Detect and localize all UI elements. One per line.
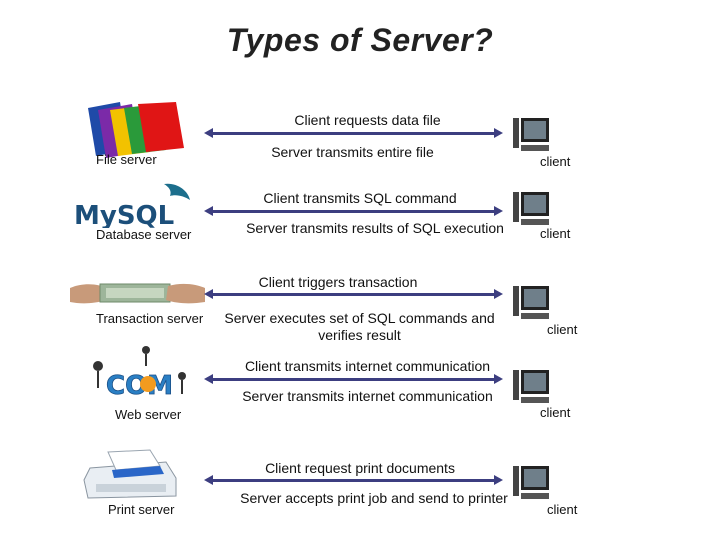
com-people-icon: COM [93,346,186,401]
response-text: Server transmits entire file [271,144,434,160]
client-label: client [540,405,571,420]
client-label: client [547,502,578,517]
computer-icon [513,118,549,151]
response-text: Server transmits results of SQL executio… [246,220,504,236]
request-text: Client requests data file [294,112,441,128]
client-label: client [547,322,578,337]
computer-icon [513,370,549,403]
request-arrow [204,475,503,485]
request-arrow [204,206,503,216]
server-label: Print server [108,502,175,517]
request-arrow [204,128,503,138]
folders-icon [88,102,184,158]
server-label: Transaction server [96,311,204,326]
server-label: File server [96,152,157,167]
mysql-logo-text: MySQL [74,201,174,228]
computer-icon [513,286,549,319]
response-text: Server transmits internet communication [242,388,493,404]
money-handshake-icon [70,283,205,304]
server-label: Web server [115,407,182,422]
request-text: Client triggers transaction [258,274,418,290]
response-text: Server accepts print job and send to pri… [240,490,508,506]
page-title: Types of Server? [226,22,494,58]
request-arrow [204,374,503,384]
server-label: Database server [96,227,192,242]
com-logo-text: COM [106,371,173,401]
request-arrow [204,289,503,299]
response-text: Server executes set of SQL commands and … [224,310,495,343]
computer-icon [513,466,549,499]
mysql-logo-icon: MySQL [74,183,190,228]
printer-icon [83,449,177,499]
request-text: Client transmits internet communication [244,358,491,374]
client-label: client [540,154,571,169]
request-text: Client transmits SQL command [263,190,457,206]
request-text: Client request print documents [265,460,455,476]
client-label: client [540,226,571,241]
computer-icon [513,192,549,225]
